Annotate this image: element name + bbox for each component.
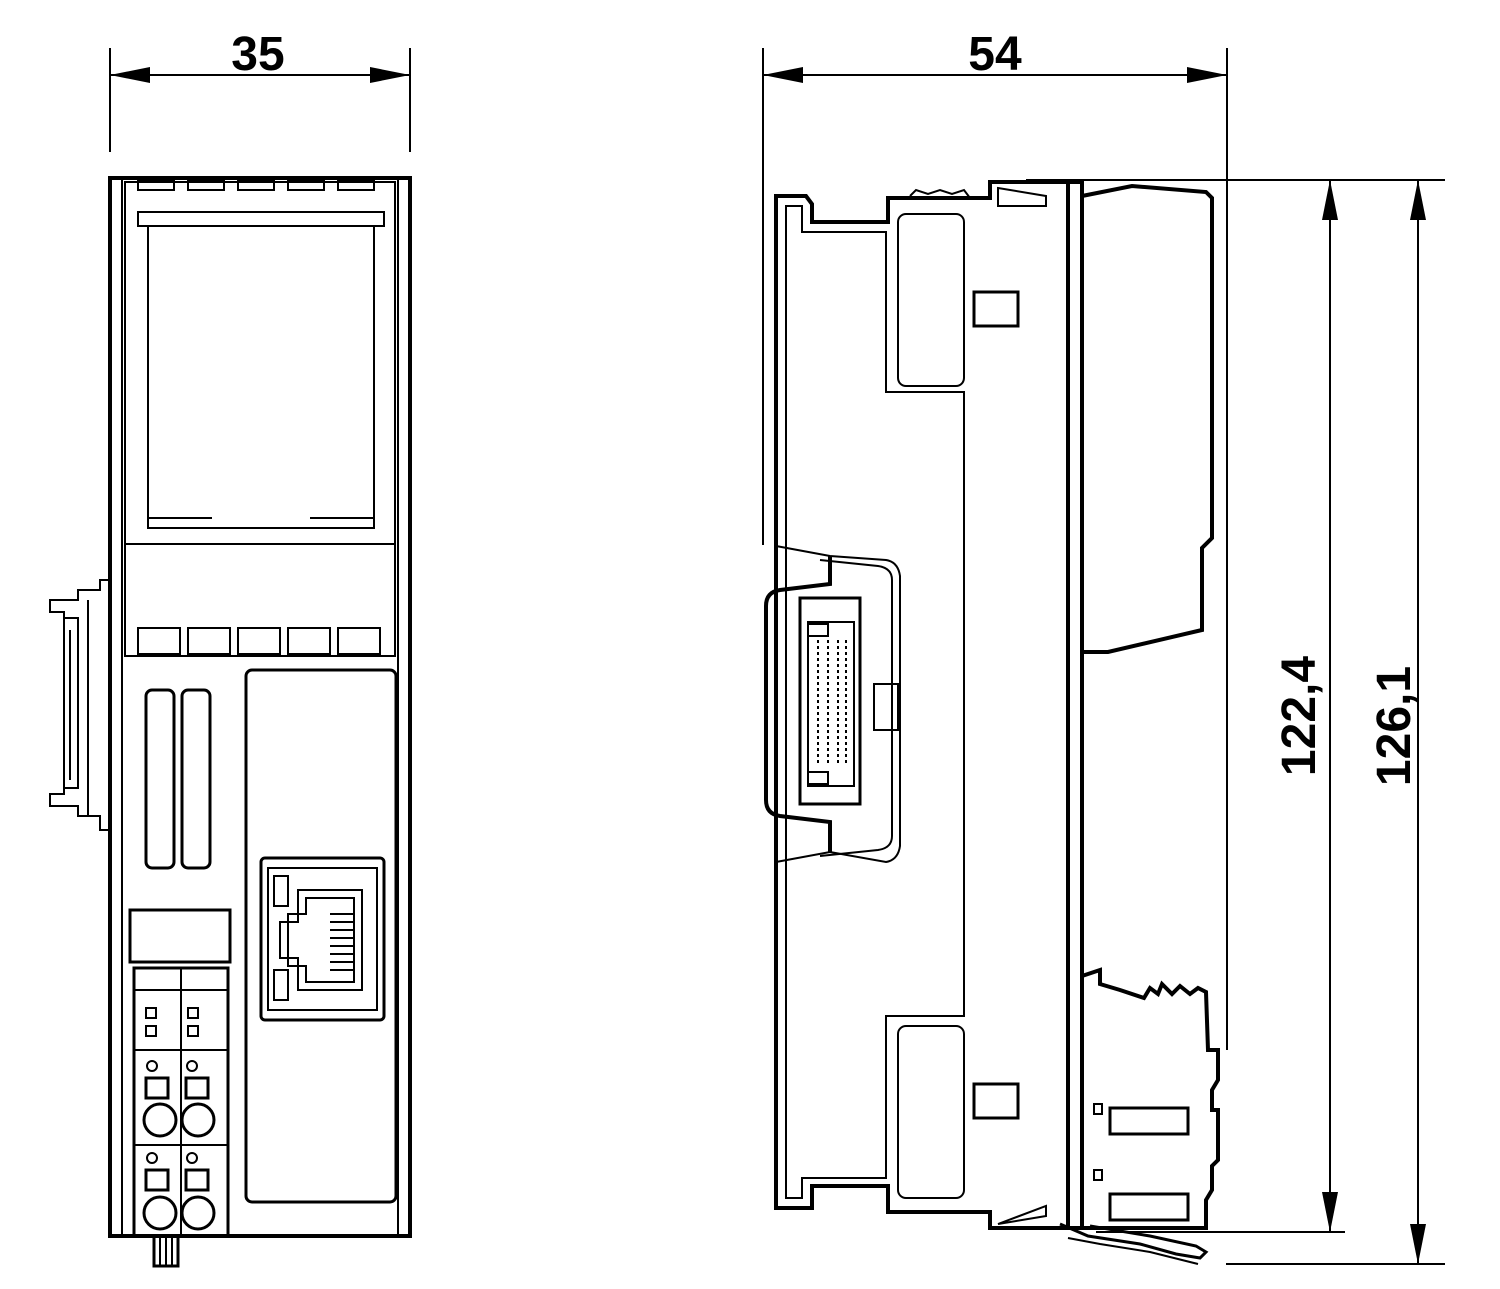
- dimension-width-35: 35: [109, 28, 411, 152]
- housing-side: [774, 180, 1070, 1230]
- front-view: 35: [49, 28, 412, 1268]
- backplane-connector: [798, 596, 899, 806]
- side-view: 54: [762, 28, 1445, 1265]
- dimension-height-122-4: 122,4: [1026, 179, 1345, 1233]
- din-latch-left: [49, 579, 110, 831]
- cover-panel: [244, 668, 398, 1204]
- rj45-port: [259, 856, 386, 1022]
- housing-front: [108, 176, 412, 1238]
- marking-label: [128, 908, 232, 964]
- din-rail: [764, 556, 832, 852]
- lower-terminal-module: [1081, 967, 1220, 1230]
- dimension-label-height-outer: 126,1: [1368, 666, 1421, 786]
- terminal-block: [132, 966, 230, 1268]
- label-window: [124, 179, 396, 545]
- dimension-height-126-1: 126,1: [1226, 179, 1445, 1265]
- upper-module: [1080, 183, 1214, 654]
- led-row: [124, 543, 396, 657]
- dimension-label-height-inner: 122,4: [1273, 656, 1326, 776]
- dimension-depth-54: 54: [762, 28, 1228, 1050]
- front-plate: [1066, 180, 1084, 1230]
- slot-left: [144, 688, 176, 870]
- slot-right: [180, 688, 212, 870]
- dimension-label-depth: 54: [968, 28, 1022, 81]
- dimension-label-width: 35: [231, 28, 284, 81]
